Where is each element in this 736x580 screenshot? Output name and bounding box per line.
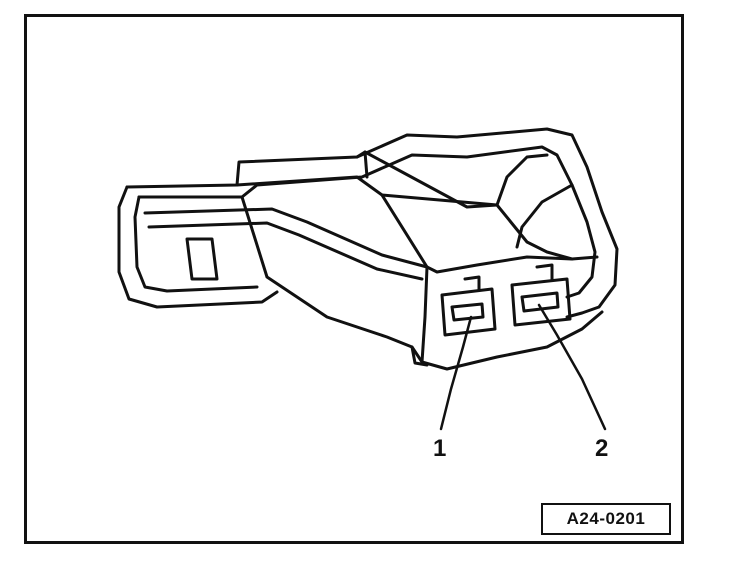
- figure-id-label: A24-0201: [541, 503, 671, 535]
- connector-housing-groove-2: [515, 183, 574, 249]
- connector-left-loop-inner: [133, 195, 259, 293]
- terminal-cavity-1-tab: [463, 275, 481, 291]
- connector-housing-ridge: [355, 150, 499, 209]
- connector-left-loop-outer: [117, 185, 279, 309]
- connector-housing-top: [235, 175, 599, 261]
- terminal-cavity-2-slot: [520, 291, 560, 313]
- callout-leader-2: [537, 303, 607, 431]
- connector-housing-groove: [495, 153, 549, 207]
- connector-bracket-outer: [125, 127, 619, 319]
- connector-drawing: [117, 127, 619, 431]
- callout-label-1: 1: [433, 435, 447, 462]
- terminal-cavity-2-tab: [535, 263, 554, 281]
- terminal-cavity-1-slot: [450, 302, 485, 322]
- connector-housing-ridge-2: [363, 150, 369, 179]
- connector-left-tab: [185, 237, 219, 281]
- connector-bottom-tab: [410, 345, 429, 367]
- connector-left-loop-rail: [143, 207, 429, 269]
- callout-label-2: 2: [595, 435, 609, 462]
- terminal-cavity-2-frame: [510, 277, 572, 327]
- connector-left-loop-rail-2: [147, 221, 424, 281]
- connector-front-face-left-edge: [420, 265, 429, 364]
- connector-front-face-top-edge: [380, 193, 574, 274]
- figure-frame: 1 2 A24-0201: [24, 14, 684, 544]
- terminal-cavity-1-frame: [440, 287, 497, 337]
- callout-leader-1: [439, 315, 473, 431]
